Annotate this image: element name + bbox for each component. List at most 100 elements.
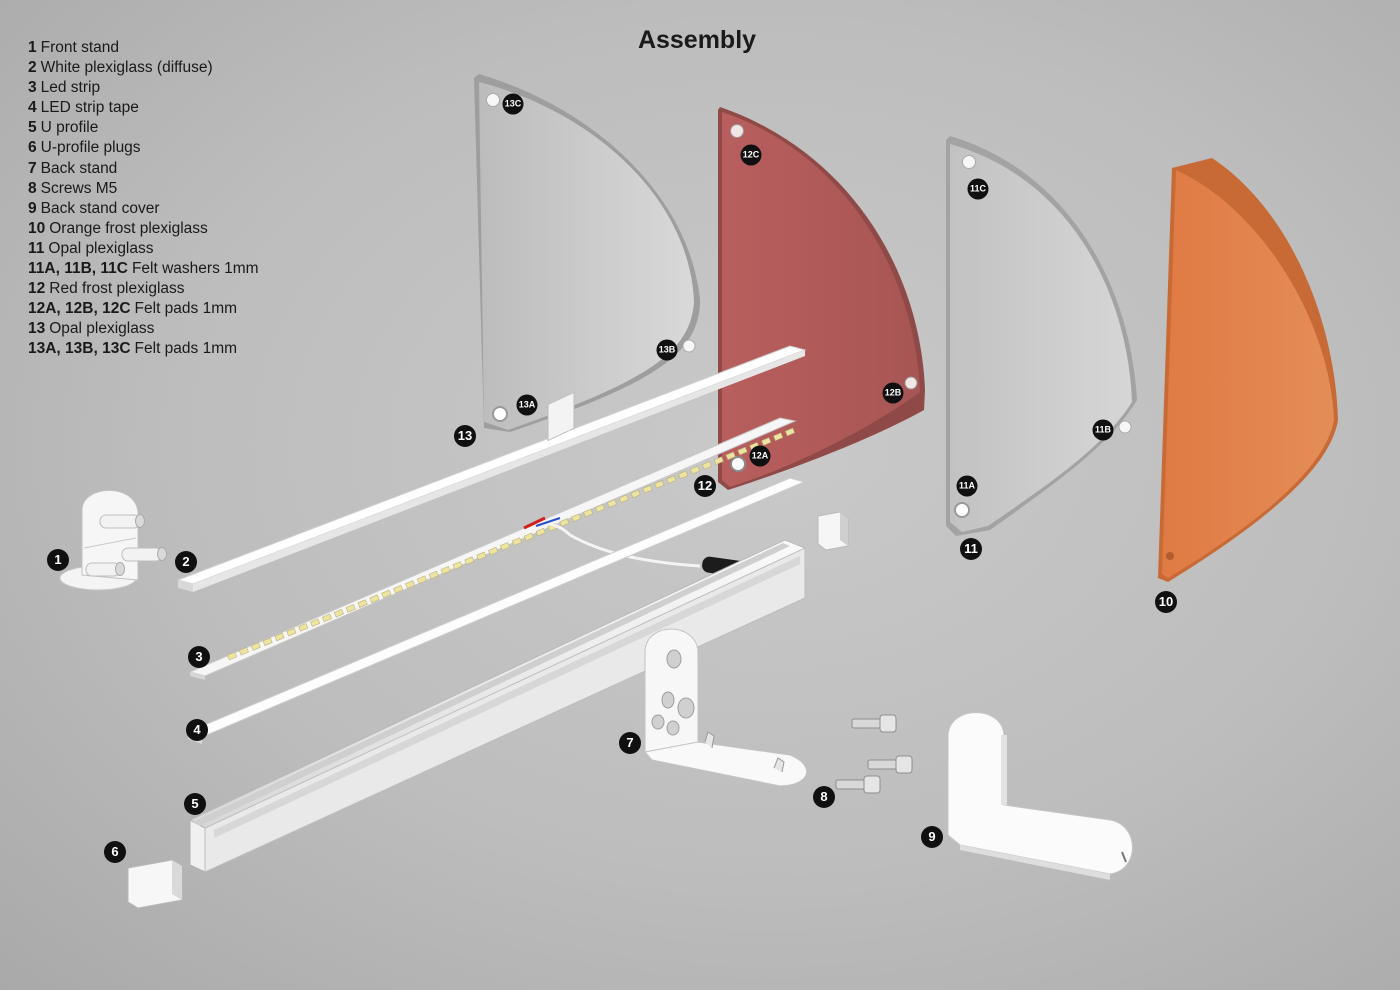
legend-item-number: 3 — [28, 79, 37, 97]
front-stand — [59, 490, 167, 591]
legend-item-number: 10 — [28, 219, 46, 237]
callout-4: 4 — [186, 719, 208, 741]
felt-pad-13b-dot — [682, 339, 696, 353]
pad-label-12c: 12C — [740, 144, 762, 166]
red-frost-plexiglass-panel-12 — [718, 107, 925, 490]
led-chip — [298, 623, 309, 632]
legend-item-text: LED strip tape — [40, 99, 139, 117]
led-chip — [523, 532, 534, 542]
led-chip — [583, 508, 594, 518]
orange-frost-plexiglass-panel-10 — [1158, 158, 1338, 582]
led-chip — [571, 513, 582, 523]
led-chip — [689, 465, 701, 475]
screw-1 — [851, 714, 897, 733]
led-chip — [452, 561, 463, 570]
felt-pad-12a-dot — [730, 456, 746, 472]
pad-label-12a: 12A — [749, 445, 771, 467]
legend-item-text: Red frost plexiglass — [49, 280, 185, 298]
legend-item-text: Screws M5 — [40, 179, 118, 197]
u-profile — [189, 391, 806, 873]
legend-item-number: 8 — [28, 179, 37, 197]
legend-item-number: 1 — [28, 39, 37, 56]
callout-9: 9 — [921, 826, 943, 848]
led-chip — [535, 527, 546, 537]
callout-3: 3 — [188, 646, 210, 668]
callout-8: 8 — [813, 786, 835, 808]
legend-item-number: 13 — [28, 320, 46, 338]
legend-item-number: 2 — [28, 59, 37, 77]
u-profile-plug-front — [127, 859, 183, 909]
led-chip — [713, 456, 724, 465]
legend-item-number: 12 — [28, 280, 46, 298]
legend-item-text: Opal plexiglass — [48, 239, 154, 257]
callout-2: 2 — [175, 551, 197, 573]
legend-item-text: Orange frost plexiglass — [49, 219, 208, 237]
led-chip — [618, 494, 629, 503]
felt-pad-13a-dot — [492, 406, 508, 422]
legend-item-number: 11 — [28, 239, 45, 257]
led-chip — [784, 427, 796, 437]
callout-6: 6 — [104, 841, 126, 863]
led-chip — [642, 484, 653, 494]
opal-plexiglass-panel-13 — [474, 74, 700, 432]
felt-pad-13c-dot — [486, 93, 500, 107]
legend-item-text: Front stand — [40, 39, 120, 56]
white-plexiglass-diffuse-strip — [176, 345, 807, 592]
led-chip — [250, 642, 261, 651]
pad-label-12b: 12B — [882, 382, 904, 404]
legend-item-text: White plexiglass (diffuse) — [40, 59, 213, 77]
back-stand — [644, 628, 808, 787]
legend-item-text: Felt pads 1mm — [134, 340, 238, 358]
led-chip — [630, 489, 641, 499]
led-chip — [238, 646, 249, 656]
u-profile-plug-back — [817, 511, 849, 551]
led-chip — [511, 537, 522, 546]
led-chip — [405, 580, 416, 589]
led-chip — [274, 632, 285, 642]
led-chip — [428, 570, 439, 580]
legend-item-text: Led strip — [40, 79, 101, 97]
led-chip — [321, 613, 333, 623]
led-chip — [701, 461, 712, 470]
legend-item-number: 6 — [28, 139, 37, 157]
led-chip — [345, 604, 356, 613]
legend-item-number: 5 — [28, 119, 37, 137]
led-chip — [773, 432, 784, 442]
legend-item-number: 12A, 12B, 12C — [28, 300, 131, 318]
led-chip — [262, 637, 273, 646]
led-chip — [440, 565, 451, 575]
led-chip — [393, 585, 404, 594]
led-chip — [725, 451, 736, 461]
pad-label-11b: 11B — [1092, 419, 1114, 441]
led-chip — [416, 575, 428, 585]
legend-item-number: 13A, 13B, 13C — [28, 340, 131, 358]
felt-washer-11a-dot — [954, 502, 970, 518]
led-chip — [654, 480, 665, 489]
pad-label-13c: 13C — [502, 93, 524, 115]
led-chip — [678, 470, 689, 480]
callout-13: 13 — [454, 425, 476, 447]
screws-m5 — [835, 714, 913, 794]
led-chip — [761, 437, 772, 446]
led-chip — [286, 627, 297, 637]
led-chip — [488, 546, 499, 556]
screw-3 — [835, 775, 881, 794]
led-chip — [500, 542, 511, 551]
legend-item-text: U-profile plugs — [40, 139, 141, 157]
opal-plexiglass-panel-11 — [946, 136, 1137, 536]
led-chip — [666, 475, 677, 484]
led-chip — [594, 503, 606, 513]
legend-item-number: 11A, 11B, 11C — [28, 260, 128, 278]
